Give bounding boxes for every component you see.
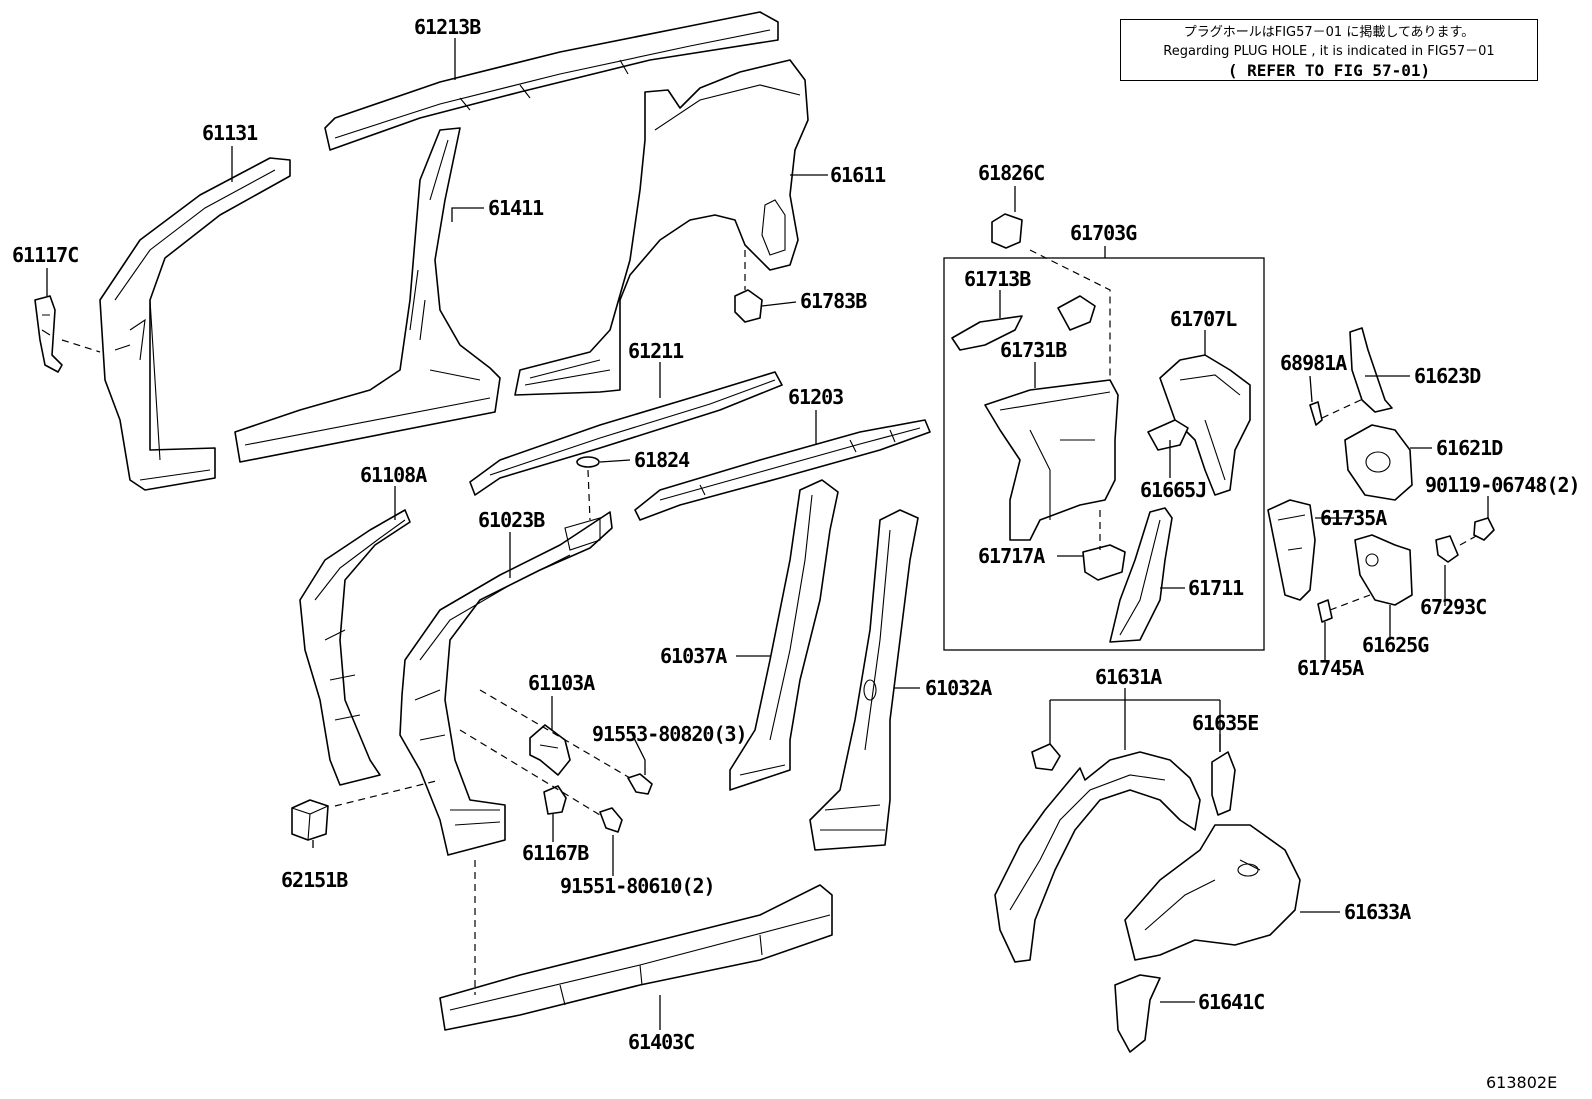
part-61745A xyxy=(1317,599,1333,623)
figure-id: 613802E xyxy=(1486,1073,1557,1092)
part-61611-quarter-panel xyxy=(514,59,809,396)
part-61735A xyxy=(1267,499,1316,601)
label-61826C[interactable]: 61826C xyxy=(978,161,1045,185)
label-61745A[interactable]: 61745A xyxy=(1297,656,1365,680)
label-61403C[interactable]: 61403C xyxy=(628,1030,695,1054)
part-61213B-roof-rail xyxy=(324,11,779,151)
part-61211-inner-rail xyxy=(469,371,783,496)
label-61641C[interactable]: 61641C xyxy=(1198,990,1265,1014)
part-61641C xyxy=(1114,974,1161,1053)
part-68981A xyxy=(1309,401,1323,426)
part-61023B-pillar-reinforcement xyxy=(399,511,613,856)
part-61713B xyxy=(951,315,1023,351)
part-61711 xyxy=(1109,507,1173,643)
label-91553-80820[interactable]: 91553-80820(3) xyxy=(592,722,748,746)
part-61623D xyxy=(1349,327,1393,413)
part-61783B-block xyxy=(734,289,763,323)
part-61621D xyxy=(1344,424,1413,501)
part-61635E xyxy=(1211,751,1236,816)
label-61665J[interactable]: 61665J xyxy=(1140,478,1207,502)
part-67293C xyxy=(1435,535,1459,563)
leader-lines xyxy=(46,38,1489,1030)
part-61633A-wheel-liner xyxy=(1124,824,1301,961)
label-90119-06748[interactable]: 90119-06748(2) xyxy=(1425,473,1581,497)
part-61631A-small xyxy=(1031,743,1061,771)
part-61411-side-outer xyxy=(234,127,501,463)
label-61631A[interactable]: 61631A xyxy=(1095,665,1163,689)
label-61032A[interactable]: 61032A xyxy=(925,676,993,700)
part-61717A xyxy=(1082,544,1126,581)
label-61735A[interactable]: 61735A xyxy=(1320,506,1388,530)
label-61635E[interactable]: 61635E xyxy=(1192,711,1259,735)
part-61203-rail xyxy=(634,419,931,521)
part-61167B-bracket xyxy=(543,785,567,815)
note-japanese-line: プラグホールはFIG57－01 に掲載してあります。 xyxy=(1183,25,1475,40)
label-61633A[interactable]: 61633A xyxy=(1344,900,1412,924)
label-61824[interactable]: 61824 xyxy=(634,448,691,472)
label-61623D[interactable]: 61623D xyxy=(1414,364,1482,388)
assembly-61703G-box xyxy=(943,257,1265,651)
label-61717A[interactable]: 61717A xyxy=(978,544,1046,568)
label-61703G[interactable]: 61703G xyxy=(1070,221,1138,245)
label-68981A[interactable]: 68981A xyxy=(1280,351,1348,375)
label-61213B[interactable]: 61213B xyxy=(414,15,482,39)
label-62151B[interactable]: 62151B xyxy=(281,868,349,892)
label-61211[interactable]: 61211 xyxy=(628,339,685,363)
label-61117C[interactable]: 61117C xyxy=(12,243,79,267)
label-61783B[interactable]: 61783B xyxy=(800,289,868,313)
note-box: プラグホールはFIG57－01 に掲載してあります。 Regarding PLU… xyxy=(1120,19,1538,81)
label-61023B[interactable]: 61023B xyxy=(478,508,546,532)
label-61131[interactable]: 61131 xyxy=(202,121,259,145)
part-61103A-bracket xyxy=(529,724,571,776)
part-61824-plug xyxy=(576,456,600,468)
label-61103A[interactable]: 61103A xyxy=(528,671,596,695)
part-91551-bolt xyxy=(599,807,623,833)
part-labels: 61213B 61131 61411 61611 61117C 61783B 6… xyxy=(12,15,1581,1092)
note-english-line: Regarding PLUG HOLE , it is indicated in… xyxy=(1163,44,1495,59)
part-61037A-center-pillar xyxy=(729,479,839,791)
label-61621D[interactable]: 61621D xyxy=(1436,436,1504,460)
label-61037A[interactable]: 61037A xyxy=(660,644,728,668)
part-61731B-panel xyxy=(984,379,1119,541)
part-61403C-rocker xyxy=(439,884,833,1031)
part-91553-bolt xyxy=(627,773,653,795)
part-61117C-bracket xyxy=(34,295,63,373)
part-61108A-pillar-inner xyxy=(299,509,411,786)
part-61665J xyxy=(1147,419,1189,451)
part-90119-bolt xyxy=(1473,517,1495,541)
dashed-lines xyxy=(61,249,1479,995)
label-67293C[interactable]: 67293C xyxy=(1420,595,1487,619)
label-61411[interactable]: 61411 xyxy=(488,196,545,220)
label-61167B[interactable]: 61167B xyxy=(522,841,590,865)
note-reference-line: ( REFER TO FIG 57-01) xyxy=(1227,61,1431,80)
label-91551-80610[interactable]: 91551-80610(2) xyxy=(560,874,716,898)
part-61631A-wheel-house xyxy=(994,751,1201,963)
label-61711[interactable]: 61711 xyxy=(1188,576,1245,600)
part-61625G xyxy=(1354,534,1413,606)
part-62151B-block xyxy=(291,799,329,841)
label-61625G[interactable]: 61625G xyxy=(1362,633,1430,657)
label-61611[interactable]: 61611 xyxy=(830,163,887,187)
label-61707L[interactable]: 61707L xyxy=(1170,307,1238,331)
label-61108A[interactable]: 61108A xyxy=(360,463,428,487)
part-61131-front-pillar xyxy=(99,157,291,491)
label-61713B[interactable]: 61713B xyxy=(964,267,1032,291)
label-61731B[interactable]: 61731B xyxy=(1000,338,1068,362)
part-61731B-top-bracket xyxy=(1057,295,1096,331)
part-61032A-pillar-outer xyxy=(809,509,919,851)
part-61826C-block xyxy=(991,213,1023,249)
label-61203[interactable]: 61203 xyxy=(788,385,844,409)
